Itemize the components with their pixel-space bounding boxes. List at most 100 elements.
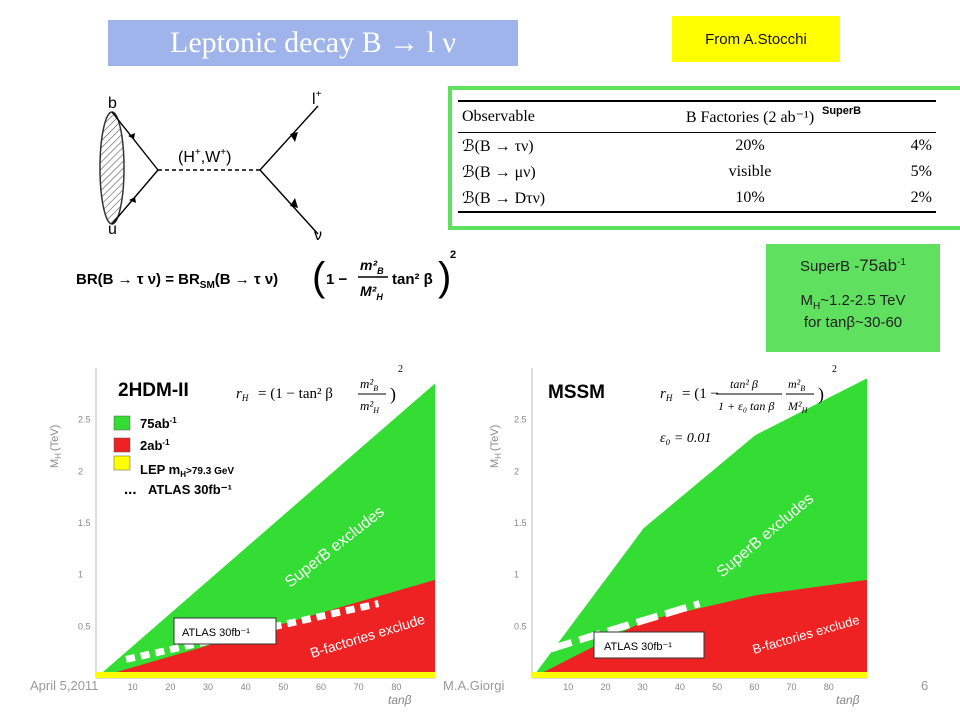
table-cell: ℬ(B → Dτν) bbox=[458, 185, 636, 213]
svg-text:tan² β: tan² β bbox=[730, 377, 758, 391]
svg-text:m²H: m²H bbox=[360, 398, 380, 415]
svg-text:tan² β: tan² β bbox=[392, 271, 433, 288]
y-tick-label: 1.5 bbox=[78, 518, 91, 528]
svg-text:): ) bbox=[438, 255, 451, 299]
legend-swatch bbox=[113, 455, 131, 471]
x-axis-label: tanβ bbox=[836, 693, 860, 707]
arrow-b bbox=[128, 133, 135, 139]
region-lep bbox=[532, 672, 867, 678]
y-tick-label: 2 bbox=[78, 466, 83, 476]
rh-formula: rH = (1 − tan² β m²B m²H ) 2 bbox=[236, 364, 403, 415]
svg-text:M²H: M²H bbox=[360, 283, 383, 302]
svg-text:m²B: m²B bbox=[360, 257, 384, 276]
svg-text:1 + ε₀ tan β: 1 + ε₀ tan β bbox=[718, 399, 774, 413]
svg-text:2: 2 bbox=[832, 364, 837, 375]
atlas-box-label: ATLAS 30fb⁻¹ bbox=[604, 641, 672, 653]
quark-line-b bbox=[111, 111, 159, 171]
atlas-box-label: ATLAS 30fb⁻¹ bbox=[182, 627, 250, 639]
meson-blob bbox=[99, 111, 125, 225]
svg-text:rH: rH bbox=[660, 386, 673, 403]
legend-swatch bbox=[113, 437, 131, 453]
superb-info-box: SuperB -75ab-1 MH~1.2-2.5 TeV for tanβ~3… bbox=[766, 244, 940, 352]
x-tick-label: 70 bbox=[354, 682, 364, 692]
x-tick-label: 30 bbox=[638, 682, 648, 692]
y-tick-label: 1 bbox=[78, 570, 83, 580]
svg-text:BR(B → τ ν) = BRSM(B → τ ν): BR(B → τ ν) = BRSM(B → τ ν) bbox=[76, 271, 278, 291]
x-tick-label: 30 bbox=[203, 682, 213, 692]
label-lepton: l+ bbox=[312, 89, 322, 108]
plot-title: 2HDM-II bbox=[118, 380, 189, 401]
legend: 75ab-1 2ab-1 LEP mH>79.3 GeV ... ATLAS 3… bbox=[113, 415, 234, 498]
region-2ab bbox=[96, 579, 435, 678]
legend-label: 75ab-1 bbox=[140, 416, 177, 431]
region-lep bbox=[96, 672, 435, 678]
table-header-row: Observable B Factories (2 ab⁻¹) bbox=[458, 100, 936, 133]
y-tick-label: 2 bbox=[514, 466, 519, 476]
svg-text:m²B: m²B bbox=[788, 377, 805, 393]
svg-text:1 −: 1 − bbox=[326, 271, 348, 288]
table-row: ℬ(B → τν) 20% 4% bbox=[458, 133, 936, 160]
x-tick-label: 40 bbox=[241, 682, 251, 692]
superb-luminosity: SuperB -75ab-1 bbox=[800, 256, 906, 275]
label-neutrino: ν bbox=[314, 227, 322, 244]
legend-label: LEP mH>79.3 GeV bbox=[140, 462, 234, 479]
x-tick-label: 20 bbox=[165, 682, 175, 692]
neutrino-line bbox=[259, 169, 319, 235]
label-u: u bbox=[108, 221, 117, 238]
y-tick-label: 0.5 bbox=[514, 621, 527, 631]
svg-text:): ) bbox=[390, 384, 396, 405]
table-cell: ℬ(B → τν) bbox=[462, 138, 534, 155]
x-tick-label: 60 bbox=[316, 682, 326, 692]
y-tick-label: 1 bbox=[514, 570, 519, 580]
epsilon-value: ε₀ = 0.01 bbox=[660, 431, 711, 446]
atlas-curve bbox=[125, 600, 380, 663]
footer-date: April 5,2011 bbox=[30, 678, 99, 693]
x-tick-label: 70 bbox=[787, 682, 797, 692]
table-cell: 2% bbox=[864, 185, 936, 213]
svg-text:): ) bbox=[818, 384, 824, 405]
table-cell: 5% bbox=[910, 163, 932, 180]
table-cell: 4% bbox=[910, 137, 932, 154]
svg-text:2: 2 bbox=[450, 249, 456, 261]
x-tick-label: 10 bbox=[563, 682, 573, 692]
x-tick-label: 50 bbox=[712, 682, 722, 692]
x-tick-label: 80 bbox=[391, 682, 401, 692]
y-axis-label: MH(TeV) bbox=[489, 425, 503, 468]
arrow-u bbox=[129, 197, 136, 203]
atlas-box bbox=[593, 631, 705, 659]
label-b: b bbox=[108, 95, 117, 112]
table-header-bfactories: B Factories (2 ab⁻¹) bbox=[636, 100, 864, 133]
legend-dots: ... bbox=[124, 481, 137, 498]
table-cell: ℬ(B → μν) bbox=[462, 164, 536, 181]
x-tick-label: 80 bbox=[824, 682, 834, 692]
y-axis-label: MH(TeV) bbox=[49, 425, 63, 468]
x-tick-label: 50 bbox=[278, 682, 288, 692]
table-cell: 10% bbox=[636, 185, 864, 213]
y-tick-label: 2.5 bbox=[78, 415, 91, 425]
y-tick-label: 2.5 bbox=[514, 415, 527, 425]
table-cell: visible bbox=[728, 163, 772, 180]
superb-mass-range: MH~1.2-2.5 TeV bbox=[800, 292, 906, 312]
x-tick-label: 60 bbox=[749, 682, 759, 692]
observable-table: SuperB Observable B Factories (2 ab⁻¹) ℬ… bbox=[448, 86, 960, 230]
superb-tanbeta-range: for tanβ~30-60 bbox=[803, 314, 903, 331]
svg-text:= (1 − tan² β: = (1 − tan² β bbox=[258, 386, 333, 402]
table-cell: 20% bbox=[735, 137, 765, 154]
legend-label: 2ab-1 bbox=[140, 438, 170, 453]
x-axis-label: tanβ bbox=[388, 693, 412, 707]
lepton-line bbox=[259, 105, 319, 171]
source-note: From A.Stocchi bbox=[672, 16, 840, 62]
legend-swatch bbox=[113, 415, 131, 431]
table-row: ℬ(B → Dτν) 10% 2% bbox=[458, 185, 936, 213]
svg-text:rH: rH bbox=[236, 386, 249, 403]
slide-title: Leptonic decay B → l ν bbox=[108, 20, 518, 66]
label-mediator: (H+,W+) bbox=[178, 147, 231, 166]
plot-title: MSSM bbox=[548, 382, 605, 403]
y-tick-label: 0.5 bbox=[78, 621, 91, 631]
svg-text:2: 2 bbox=[398, 364, 403, 375]
svg-text:m²B: m²B bbox=[360, 376, 378, 393]
slide-title-text: Leptonic decay B → l ν bbox=[170, 26, 456, 59]
x-tick-label: 20 bbox=[600, 682, 610, 692]
